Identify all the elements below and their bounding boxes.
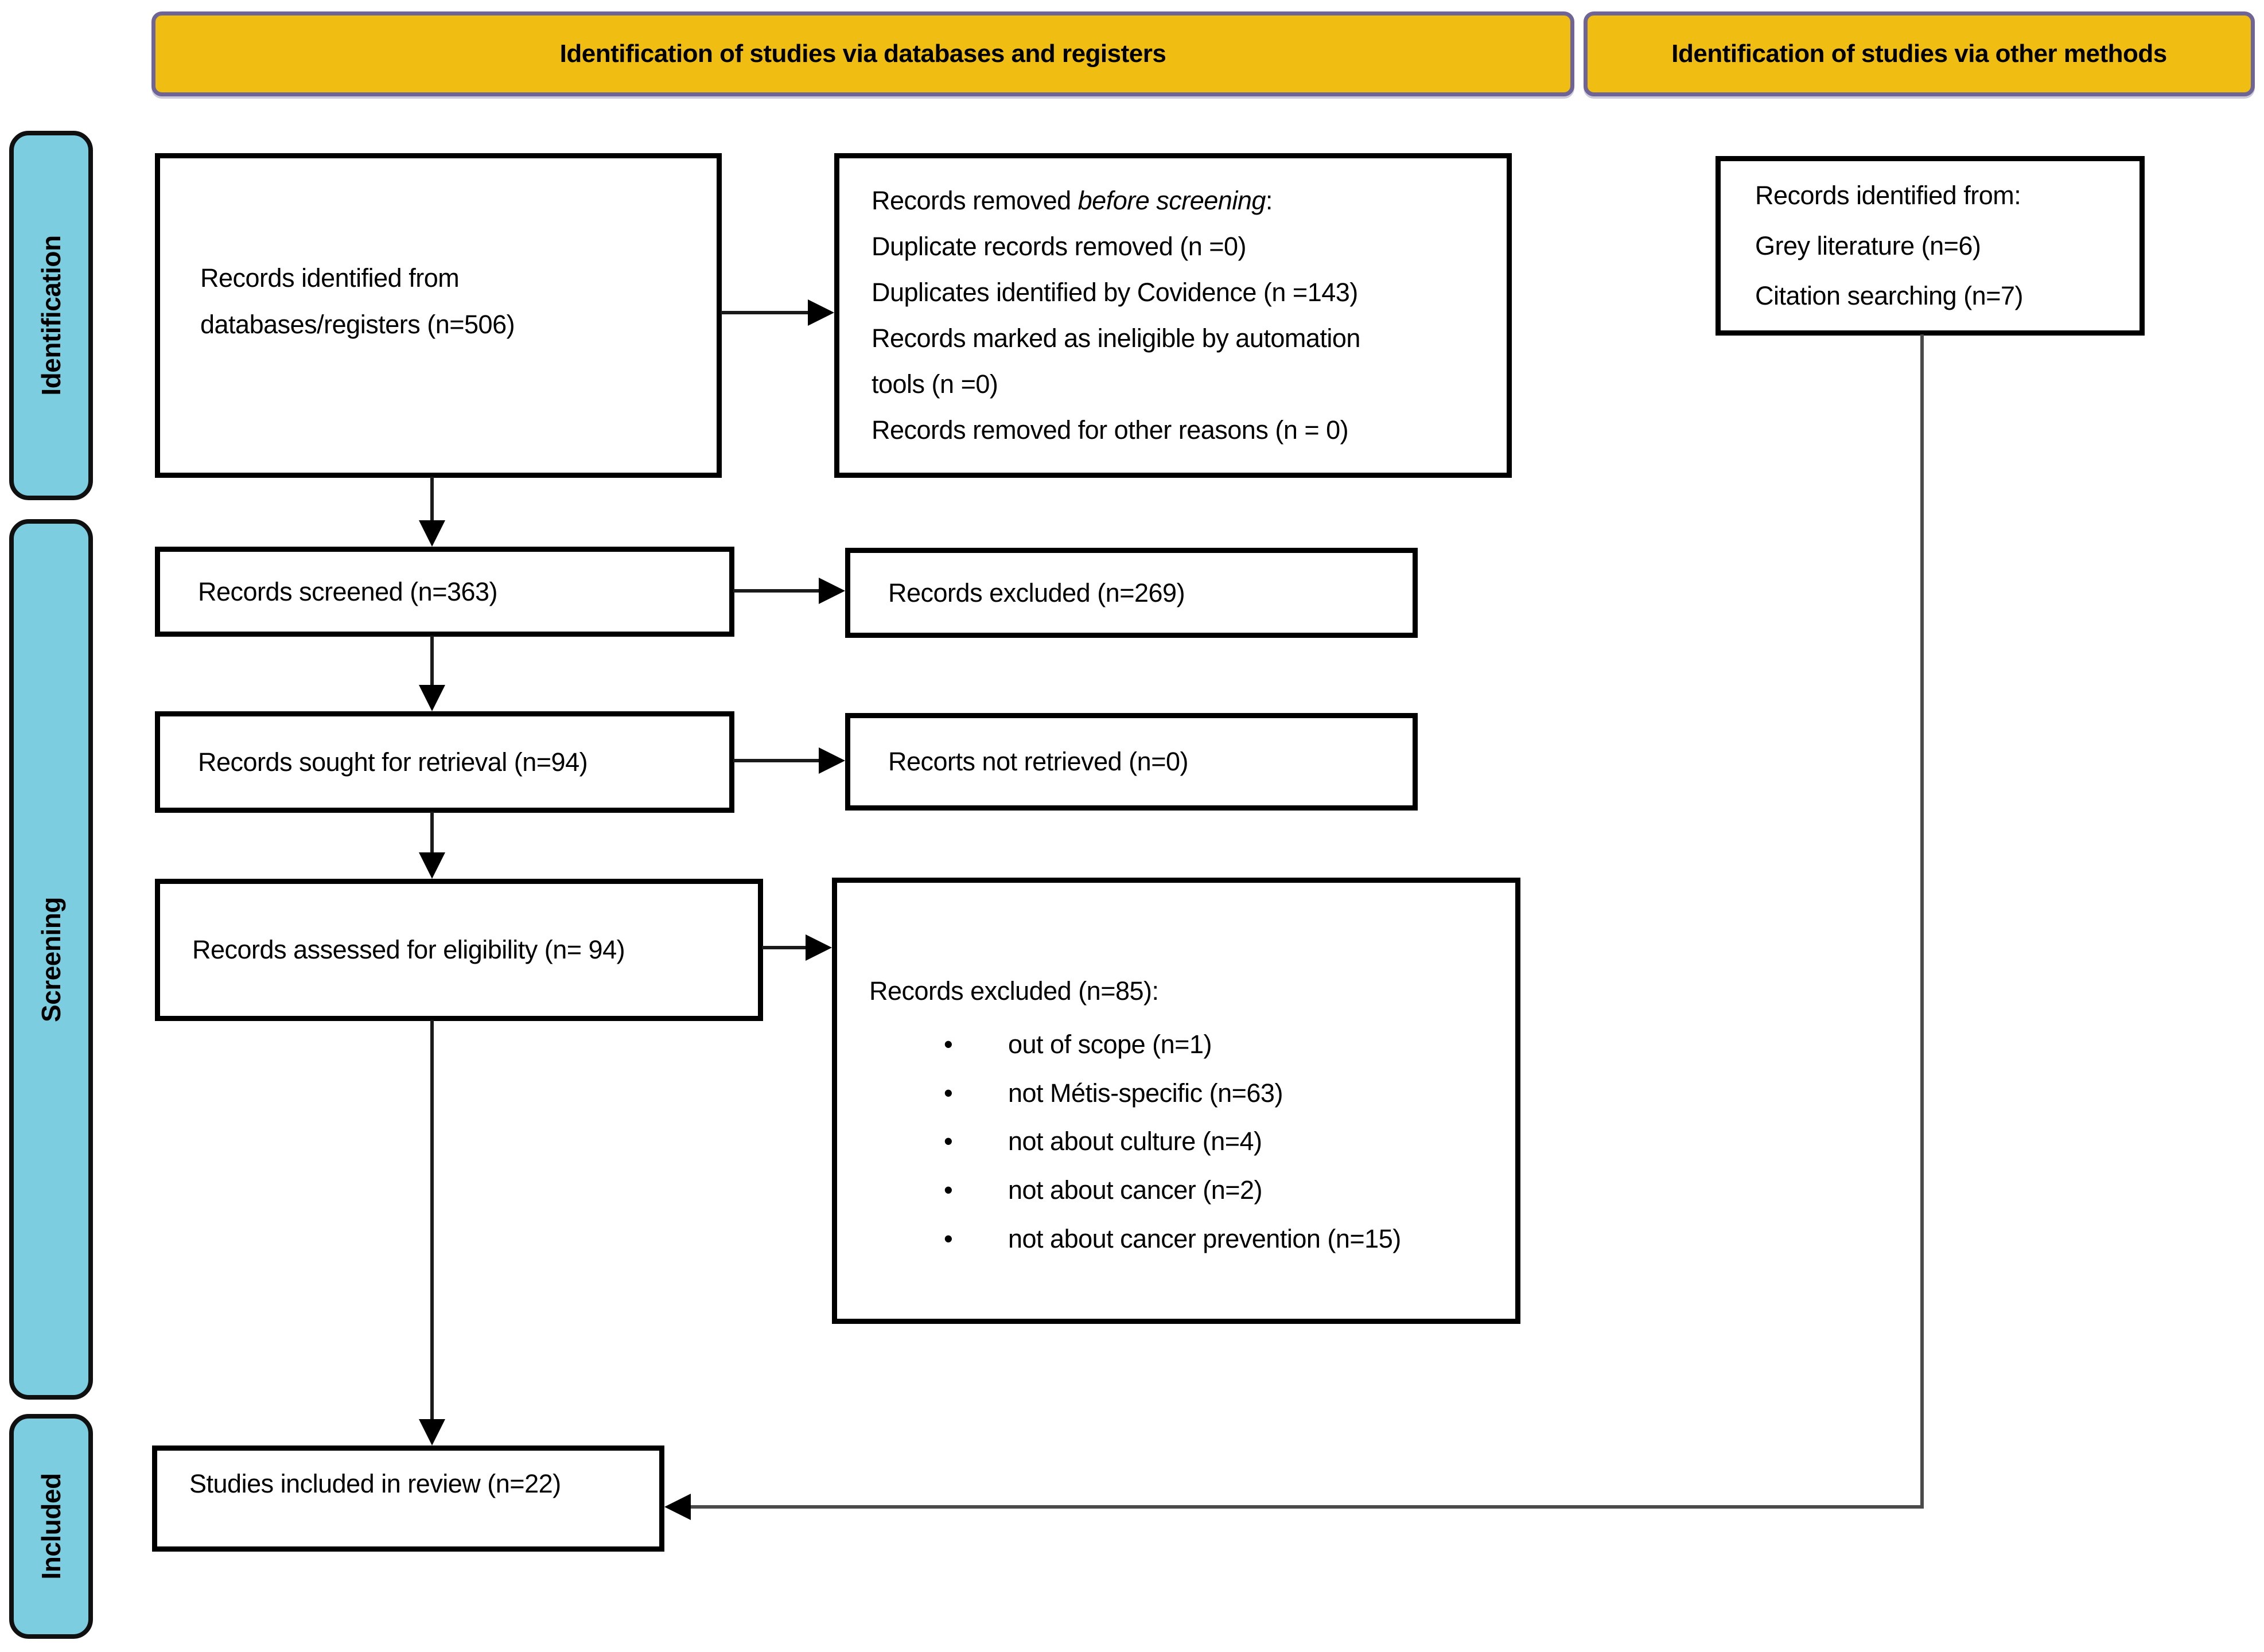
exclusion-reason-text: out of scope (n=1): [1008, 1029, 1212, 1059]
records-removed-intro-prefix: Records removed: [872, 185, 1078, 215]
other-methods-line1: Records identified from:: [1755, 180, 2021, 210]
arrow-sought-to-assessed-stem: [430, 812, 434, 855]
records-removed-item: tools (n =0): [872, 369, 998, 399]
bullet-icon: •: [944, 1175, 953, 1205]
arrow-sought-to-not-retrieved-head: [819, 747, 845, 774]
exclusion-reason-text: not about cancer (n=2): [1008, 1175, 1263, 1205]
exclusion-reasons-title: Records excluded (n=85):: [869, 976, 1159, 1006]
exclusion-reasons-list: • out of scope (n=1) • not Métis-specific …: [869, 1022, 1500, 1265]
exclusion-reason-text: not about culture (n=4): [1008, 1127, 1262, 1156]
records-removed-item: Records marked as ineligible by automati…: [872, 324, 1360, 353]
bullet-icon: •: [944, 1029, 953, 1059]
records-removed-intro: Records removed before screening:: [872, 178, 1500, 224]
arrow-assessed-to-exclusion-head: [806, 934, 832, 961]
bullet-icon: •: [944, 1224, 953, 1253]
bullet-icon: •: [944, 1078, 953, 1108]
records-assessed-label: Records assessed for eligibility (n= 94): [192, 935, 625, 964]
exclusion-reason-item: • not about cancer prevention (n=15): [944, 1217, 1500, 1262]
stage-screening-label: Screening: [36, 897, 66, 1022]
arrow-identified-to-screened-stem: [430, 477, 434, 523]
exclusion-reason-text: not about cancer prevention (n=15): [1008, 1224, 1401, 1253]
arrow-identified-to-screened-head: [419, 520, 445, 547]
box-records-assessed: Records assessed for eligibility (n= 94): [155, 879, 763, 1021]
box-studies-included: Studies included in review (n=22): [152, 1446, 664, 1552]
stage-identification-label: Identification: [36, 235, 66, 396]
records-removed-item: Duplicates identified by Covidence (n =1…: [872, 277, 1358, 307]
stage-identification: Identification: [9, 131, 93, 500]
records-removed-intro-suffix: :: [1265, 185, 1273, 215]
box-records-identified: Records identified from databases/regist…: [155, 153, 722, 478]
exclusion-reason-text: not Métis-specific (n=63): [1008, 1078, 1283, 1108]
connector-other-methods-horizontal: [688, 1505, 1924, 1509]
records-screened-label: Records screened (n=363): [198, 576, 498, 606]
records-removed-intro-italic: before screening: [1077, 185, 1266, 215]
stage-included-label: Included: [36, 1473, 66, 1580]
other-methods-line2: Grey literature (n=6): [1755, 231, 1981, 260]
arrow-assessed-to-included-stem: [430, 1020, 434, 1421]
stage-screening: Screening: [9, 519, 93, 1400]
records-identified-line2: databases/registers (n=506): [200, 310, 515, 339]
arrow-sought-to-not-retrieved-stem: [733, 759, 821, 762]
records-removed-item: Duplicate records removed (n =0): [872, 231, 1247, 261]
studies-included-label: Studies included in review (n=22): [189, 1469, 561, 1498]
header-databases-registers-label: Identification of studies via databases …: [559, 40, 1166, 68]
box-records-removed: Records removed before screening: Duplic…: [834, 153, 1512, 478]
exclusion-reason-item: • not Métis-specific (n=63): [944, 1071, 1500, 1116]
records-removed-item: Records removed for other reasons (n = 0…: [872, 415, 1349, 445]
connector-other-methods-head: [664, 1494, 691, 1520]
box-records-sought: Records sought for retrieval (n=94): [155, 711, 734, 813]
box-other-methods-identified: Records identified from: Grey literature…: [1715, 156, 2145, 336]
bullet-icon: •: [944, 1127, 953, 1156]
box-records-excluded: Records excluded (n=269): [845, 548, 1418, 638]
arrow-sought-to-assessed-head: [419, 852, 445, 879]
header-databases-registers: Identification of studies via databases …: [151, 11, 1574, 96]
records-not-retrieved-label: Recorts not retrieved (n=0): [888, 747, 1188, 776]
header-other-methods-label: Identification of studies via other meth…: [1671, 40, 2167, 68]
arrow-assessed-to-included-head: [419, 1419, 445, 1446]
exclusion-reason-item: • not about cancer (n=2): [944, 1168, 1500, 1213]
arrow-assessed-to-exclusion-stem: [762, 946, 808, 949]
arrow-screened-to-sought-stem: [430, 636, 434, 687]
header-other-methods: Identification of studies via other meth…: [1584, 11, 2255, 96]
records-excluded-label: Records excluded (n=269): [888, 578, 1185, 607]
arrow-screened-to-excluded-stem: [733, 589, 821, 593]
exclusion-reason-item: • not about culture (n=4): [944, 1119, 1500, 1164]
other-methods-line3: Citation searching (n=7): [1755, 281, 2024, 311]
stage-included: Included: [9, 1414, 93, 1639]
arrow-screened-to-excluded-head: [819, 578, 845, 604]
box-records-screened: Records screened (n=363): [155, 547, 734, 637]
records-sought-label: Records sought for retrieval (n=94): [198, 747, 588, 777]
connector-other-methods-vertical: [1920, 334, 1924, 1509]
arrow-identified-to-removed-head: [808, 299, 834, 326]
arrow-screened-to-sought-head: [419, 685, 445, 711]
records-identified-line1: Records identified from: [200, 263, 460, 293]
arrow-identified-to-removed-stem: [721, 311, 810, 314]
box-exclusion-reasons: Records excluded (n=85): • out of scope (…: [832, 878, 1520, 1324]
exclusion-reason-item: • out of scope (n=1): [944, 1022, 1500, 1067]
box-records-not-retrieved: Recorts not retrieved (n=0): [845, 713, 1418, 811]
